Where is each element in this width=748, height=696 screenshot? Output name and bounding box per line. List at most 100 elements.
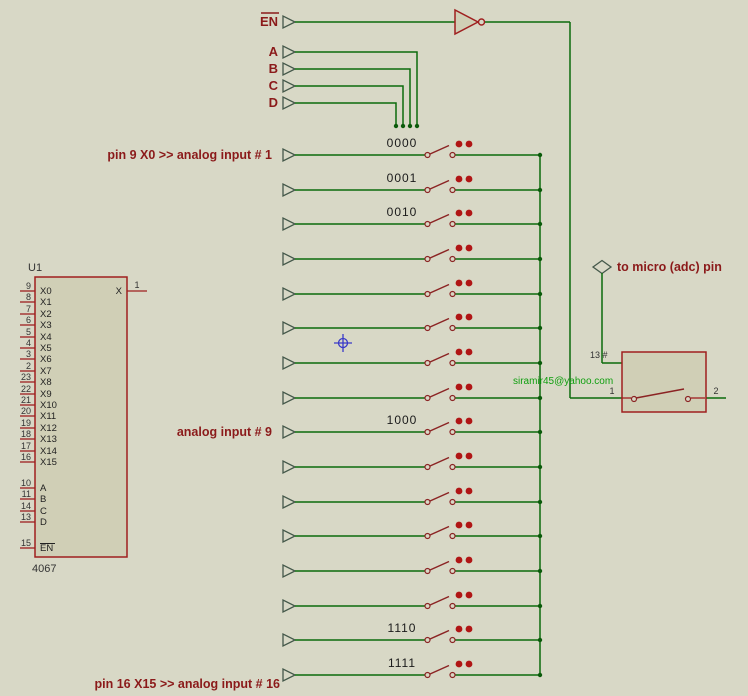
mux-row-14[interactable] [283,592,542,612]
b-terminal-icon [282,62,296,76]
chip-value: 4067 [32,563,56,575]
select-label-a: A [269,44,279,59]
output-switch-pin13-label: 13 # [590,350,608,360]
not-gate-body[interactable] [454,8,480,36]
chip-body[interactable] [34,276,128,558]
pin-number: 11 [22,489,31,499]
chip-enable-pin: 15 EN [20,538,55,554]
pin-number: 21 [21,395,31,405]
pin-name: X6 [40,354,52,365]
pin-name: C [40,506,47,517]
select-label-d: D [269,95,278,110]
code-label-row2: 0001 [387,171,418,185]
pin-number: 4 [26,338,31,348]
pin-name: X5 [40,343,52,354]
pin-name: D [40,517,47,528]
pin-number: 8 [26,292,31,302]
mux-row-11[interactable] [283,488,542,508]
mux-row-7[interactable] [283,349,542,369]
pin-number: 10 [21,478,31,488]
code-label-row15: 1110 [388,621,417,635]
adc-net-wires [601,273,726,399]
pin-name: A [40,483,47,494]
output-section: to micro (adc) pin siramir45@yahoo.com 1… [513,259,726,413]
output-switch-body[interactable] [621,351,707,413]
pin-number: 3 [26,349,31,359]
pin-name: X12 [40,423,57,434]
bidir-terminal-icon [591,259,613,275]
pin-name: X10 [40,400,57,411]
output-switch-pole [630,395,638,403]
mux-row-6[interactable] [283,314,542,334]
pin-name: X9 [40,389,52,400]
output-switch-lever[interactable] [635,388,685,399]
chip-output-pin-number: 1 [134,280,139,290]
mux-row-5[interactable] [283,280,542,300]
code-label-row3: 0010 [387,205,418,219]
d-terminal-icon [282,96,296,110]
output-switch-throw [684,395,692,403]
c-terminal-icon [282,79,296,93]
not-gate[interactable] [454,8,486,36]
pin-number: 6 [26,315,31,325]
annotation-row1: pin 9 X0 >> analog input # 1 [107,148,272,162]
pin-number: 5 [26,327,31,337]
pin-number: 18 [21,429,31,439]
pin-number: 13 [21,512,31,522]
output-switch[interactable]: 13 # 1 2 [590,350,719,413]
select-label-c: C [269,78,279,93]
crosshair-cursor-icon [334,334,352,352]
pin-number: 19 [21,418,31,428]
pin-name: X4 [40,332,52,343]
to-micro-label: to micro (adc) pin [617,260,722,274]
pin-name: X1 [40,297,52,308]
code-label-row9: 1000 [387,413,418,427]
mux-row-13[interactable] [283,557,542,577]
pin-number: 17 [21,441,31,451]
control-wires [295,21,455,129]
pin-name: X3 [40,320,52,331]
mux-row-4[interactable] [283,245,542,265]
pin-name: X14 [40,446,57,457]
a-terminal-icon [282,45,296,59]
pin-number: 7 [26,304,31,314]
pin-number: 23 [21,372,31,382]
en-label: EN [260,14,278,29]
mux-row-10[interactable] [283,453,542,473]
pin-name: X8 [40,377,52,388]
mux-rows: 0000 0001 0010 1000 1110 1111 pin 9 X0 >… [95,136,543,691]
code-label-row1: 0000 [387,136,418,150]
enable-net-wires [485,21,622,399]
pin-name: X0 [40,286,52,297]
pin-name: X11 [40,411,56,422]
pin-number: 20 [21,406,31,416]
pin-name: EN [40,543,53,554]
output-switch-pin1-label: 1 [609,386,614,396]
not-gate-bubble-icon [477,18,486,26]
pin-number: 2 [26,361,31,371]
pin-name: X7 [40,366,52,377]
pin-number: 16 [21,452,31,462]
en-terminal-icon [282,15,296,29]
pin-name: X15 [40,457,57,468]
control-input-section: EN A B C D [260,8,622,399]
annotation-row16: pin 16 X15 >> analog input # 16 [95,677,281,691]
pin-number: 14 [21,501,31,511]
select-label-b: B [269,61,278,76]
output-switch-pin2-label: 2 [713,386,718,396]
mux-row-8[interactable] [283,384,542,404]
chip-output-pin-name: X [116,286,123,297]
annotation-row9: analog input # 9 [177,425,272,439]
pin-number: 15 [21,538,31,548]
pin-name: X2 [40,309,52,320]
email-label: siramir45@yahoo.com [513,376,613,387]
chip-ref: U1 [28,262,42,274]
pin-name: B [40,494,46,505]
mux-row-12[interactable] [283,522,542,542]
pin-name: X13 [40,434,57,445]
